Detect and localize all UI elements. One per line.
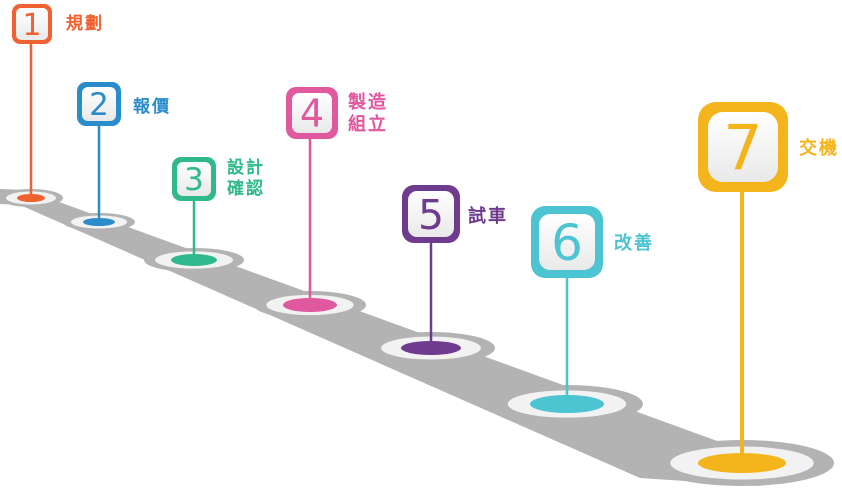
step-label: 規劃 bbox=[66, 13, 104, 34]
step-label: 試車 bbox=[468, 205, 508, 227]
step-number: 7 bbox=[723, 111, 762, 184]
step-number-face bbox=[408, 191, 454, 237]
step-5: 5 試車 bbox=[367, 185, 508, 364]
step-number-face bbox=[82, 87, 116, 121]
step-number-face bbox=[292, 93, 332, 133]
step-number: 4 bbox=[300, 92, 324, 136]
step-label: 報價 bbox=[133, 96, 171, 117]
step-number: 6 bbox=[551, 214, 583, 272]
step-label: 改善 bbox=[614, 232, 654, 254]
step-label: 交機 bbox=[799, 137, 839, 159]
step-number: 3 bbox=[184, 162, 204, 198]
step-number-face bbox=[708, 112, 778, 182]
step-label: 製造 bbox=[347, 91, 388, 113]
step-number: 5 bbox=[418, 191, 444, 239]
step-number-face bbox=[177, 162, 211, 196]
step-2: 2 報價 bbox=[63, 82, 171, 231]
step-label: 設計 bbox=[227, 157, 265, 178]
step-label: 組立 bbox=[348, 113, 388, 135]
step-1: 1 規劃 bbox=[0, 4, 104, 207]
step-7: 7 交機 bbox=[650, 102, 839, 486]
step-label: 確認 bbox=[227, 178, 265, 199]
step-number-face bbox=[539, 214, 595, 270]
step-number: 1 bbox=[22, 8, 41, 43]
step-number: 2 bbox=[89, 87, 109, 123]
step-number-face bbox=[16, 8, 48, 40]
step-6: 6 改善 bbox=[491, 206, 654, 423]
